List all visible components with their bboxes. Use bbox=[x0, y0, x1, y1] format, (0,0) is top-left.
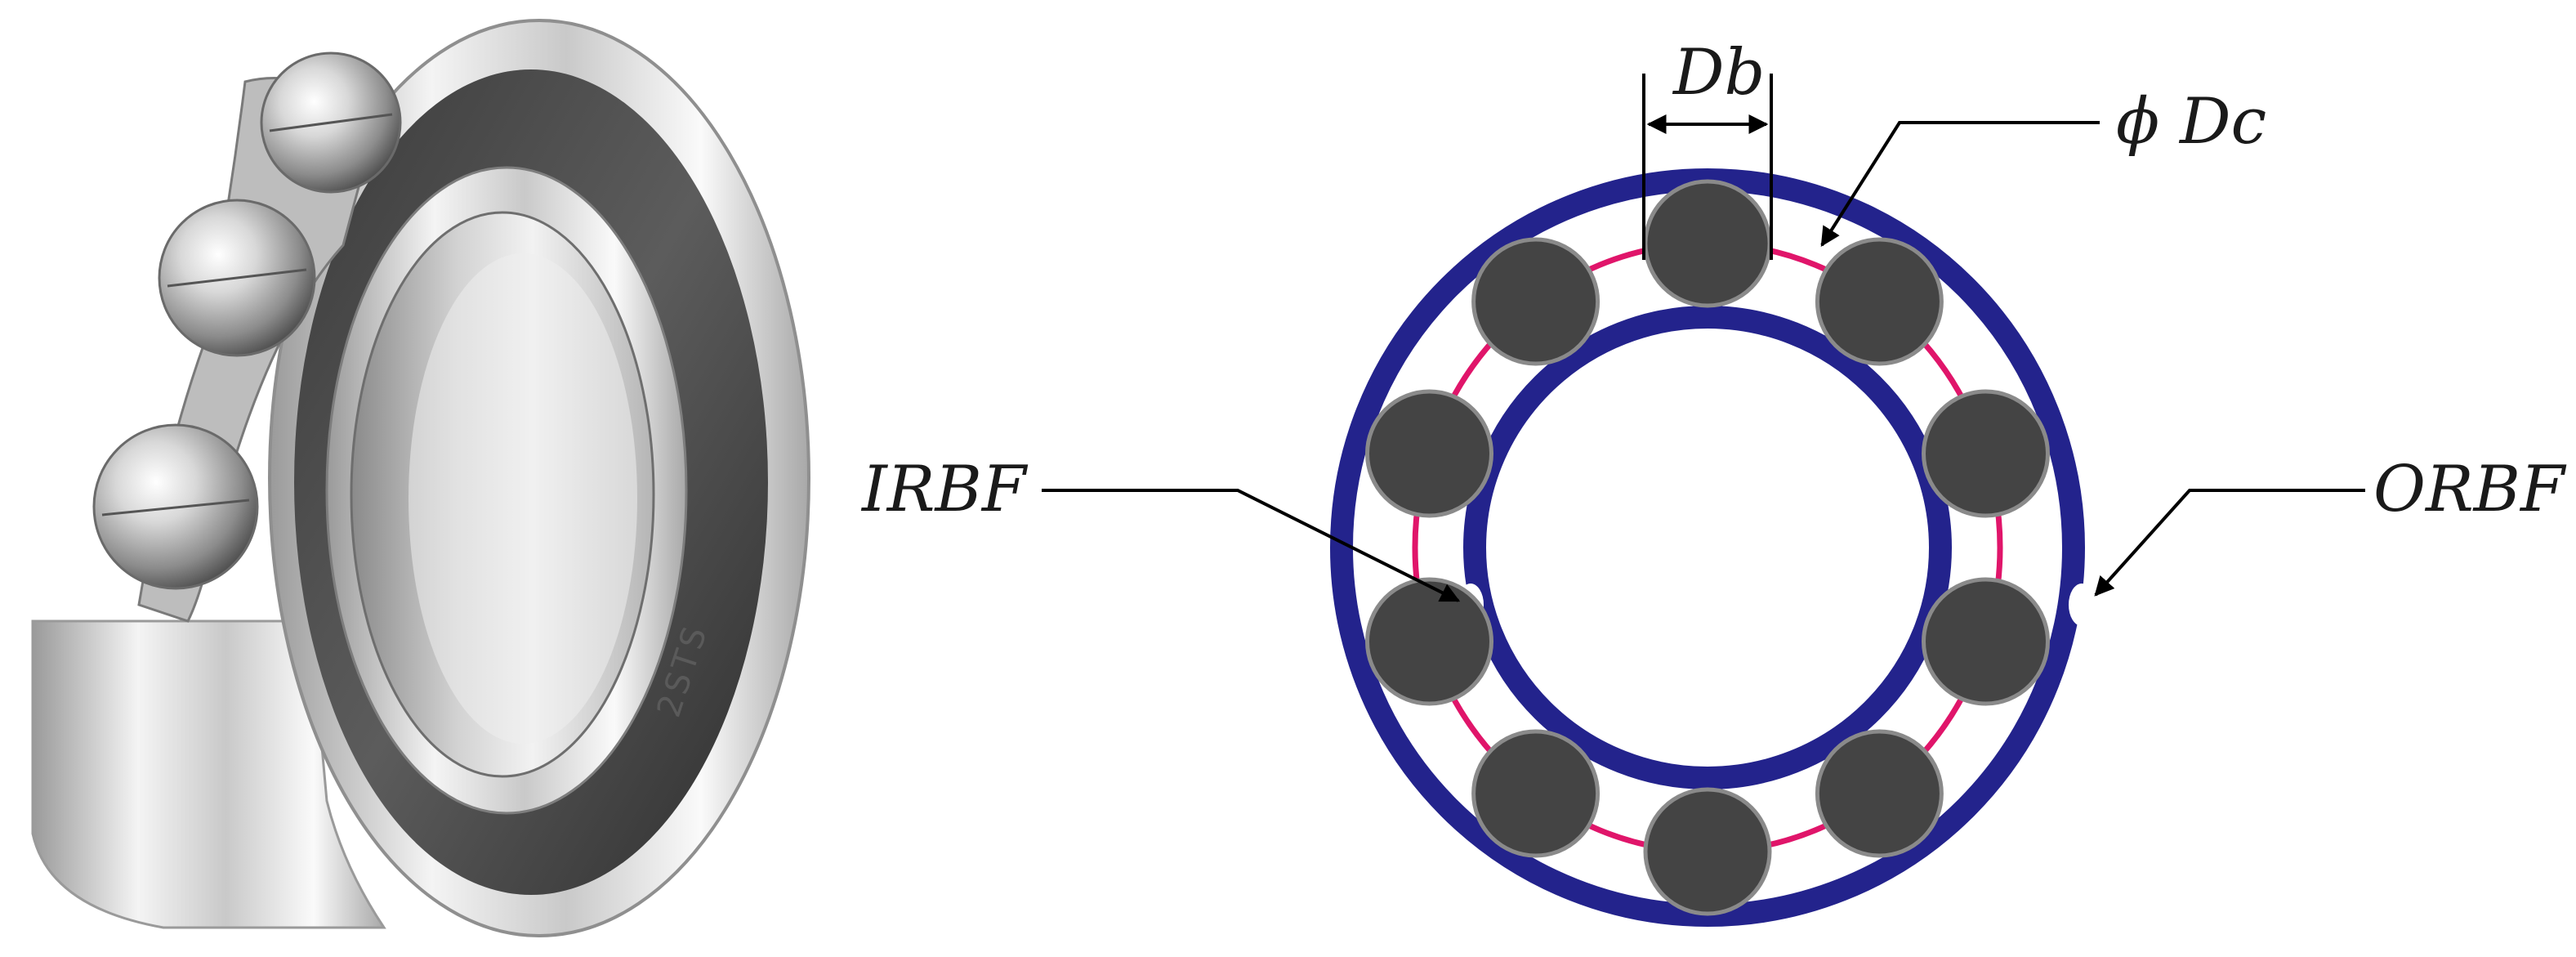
db-label: Db bbox=[1672, 36, 1765, 110]
rolling-ball bbox=[1471, 237, 1601, 366]
bearing-photo: 2STS bbox=[31, 19, 810, 937]
inner-ring bbox=[1463, 306, 1952, 789]
outer-race-fault-notch bbox=[2069, 584, 2095, 626]
rolling-ball bbox=[1643, 787, 1772, 916]
irbf-label: IRBF bbox=[860, 453, 1029, 526]
orbf-label: ORBF bbox=[2373, 453, 2567, 526]
dc-label: ϕ Dc bbox=[2116, 85, 2266, 159]
rolling-ball bbox=[1365, 389, 1493, 518]
rolling-ball bbox=[1365, 577, 1493, 706]
rolling-ball bbox=[1643, 179, 1772, 308]
orbf-leader-line bbox=[2094, 489, 2365, 597]
rolling-elements bbox=[1365, 179, 2050, 916]
rolling-ball bbox=[1815, 237, 1944, 366]
outer-ring-cutaway bbox=[31, 619, 386, 929]
rolling-ball bbox=[1471, 729, 1601, 858]
dc-leader-line bbox=[1820, 121, 2100, 248]
rolling-ball bbox=[1922, 389, 2050, 518]
bearing-schematic: Db ϕ Dc IRBF ORBF bbox=[860, 36, 2567, 927]
rolling-ball bbox=[1815, 729, 1944, 858]
irbf-leader-line bbox=[1042, 489, 1461, 602]
rolling-ball bbox=[1922, 577, 2050, 706]
